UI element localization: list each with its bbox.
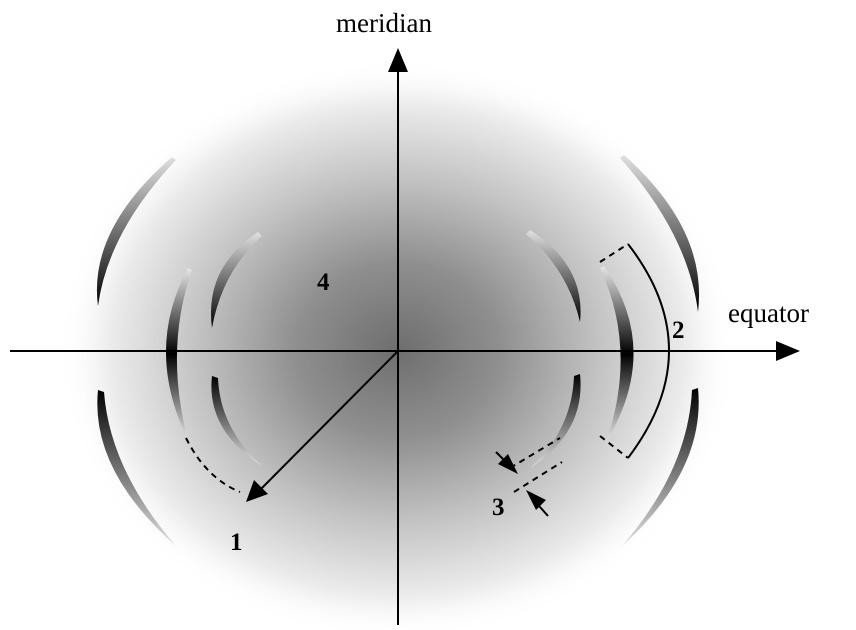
radial-width-dashed-lower [513, 461, 563, 493]
reflection-right-equatorial [600, 266, 634, 442]
reflection-left-equatorial [166, 268, 192, 440]
azimuthal-dashed-top [599, 243, 629, 263]
radius-vector-arrowhead [246, 480, 268, 502]
radial-width-arrowhead-lower [526, 490, 546, 510]
equator-arrowhead [776, 341, 800, 361]
reflection-right-inner-upper [526, 230, 581, 322]
azimuthal-dashed-bottom [599, 435, 629, 459]
reflection-left-inner-upper [210, 232, 262, 328]
meridian-arrowhead [388, 48, 408, 72]
label-3: 3 [492, 494, 505, 521]
reflection-right-outer-upper [620, 155, 700, 312]
label-4: 4 [317, 269, 330, 296]
radial-width-arrowhead-upper [498, 454, 518, 474]
radius-vector-line [255, 350, 399, 495]
label-2: 2 [672, 317, 685, 344]
reflection-left-outer-lower [97, 390, 176, 546]
radius-dashed-connector [185, 437, 241, 493]
label-1: 1 [230, 529, 243, 556]
radial-width-dashed-upper [509, 437, 561, 469]
meridian-label: meridian [336, 8, 432, 38]
reflection-right-outer-lower [622, 388, 699, 546]
reflection-right-inner-lower [530, 374, 581, 468]
reflection-left-outer-upper [96, 157, 176, 306]
equator-label: equator [728, 298, 809, 328]
reflection-left-inner-lower [211, 376, 262, 466]
azimuthal-width-arc [627, 243, 670, 459]
